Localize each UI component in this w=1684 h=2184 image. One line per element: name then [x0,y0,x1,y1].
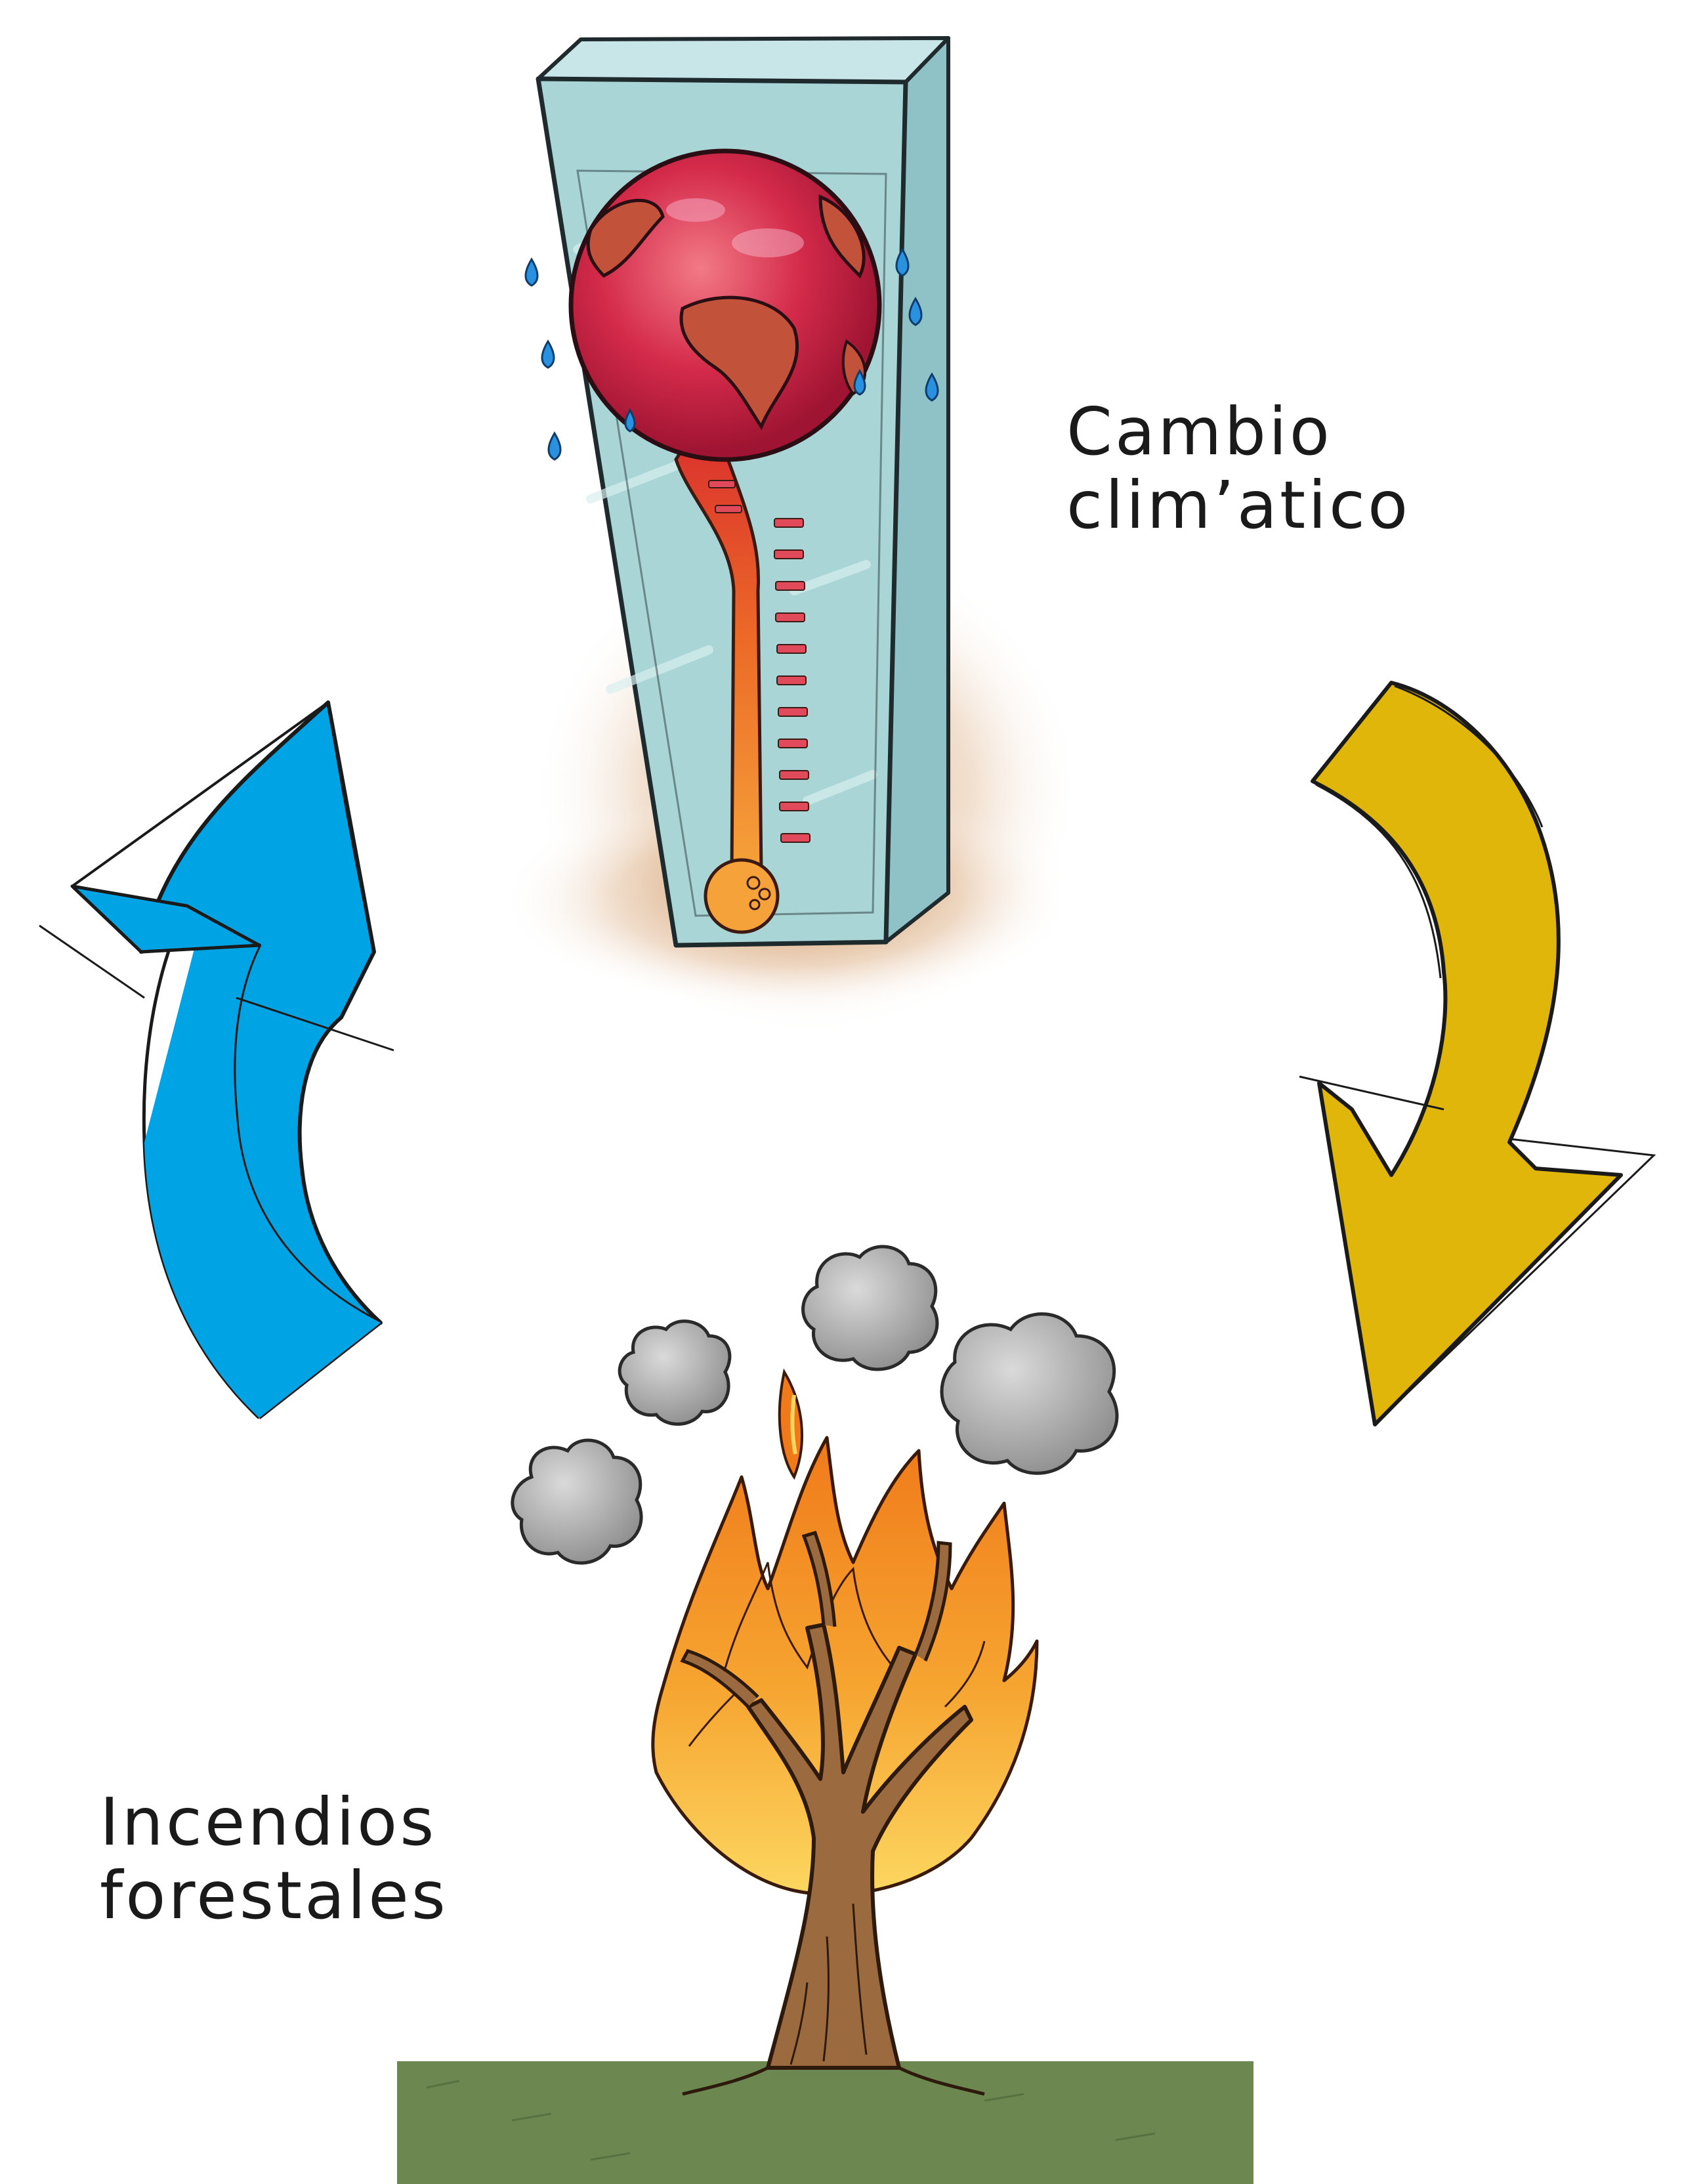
smoke-cloud-left-lower [513,1440,641,1563]
arrow-fires-to-climate [39,702,394,1418]
thermometer-earth-icon [499,38,1083,1037]
thermometer-top [538,38,948,82]
label-fires-line2: forestales [100,1857,448,1934]
smoke-cloud-left-upper [620,1321,730,1424]
label-climate-line2: clim’atico [1066,467,1410,544]
thermometer-bulb [705,860,778,932]
smoke-cloud-right [942,1314,1117,1474]
arrow-climate-to-fires [1299,683,1654,1424]
smoke-cloud-top [803,1247,937,1369]
label-climate-line1: Cambio [1066,393,1332,470]
yellow-arrow-shape [1313,683,1621,1424]
label-fires-line1: Incendios [100,1784,436,1860]
ground [397,2061,1253,2184]
